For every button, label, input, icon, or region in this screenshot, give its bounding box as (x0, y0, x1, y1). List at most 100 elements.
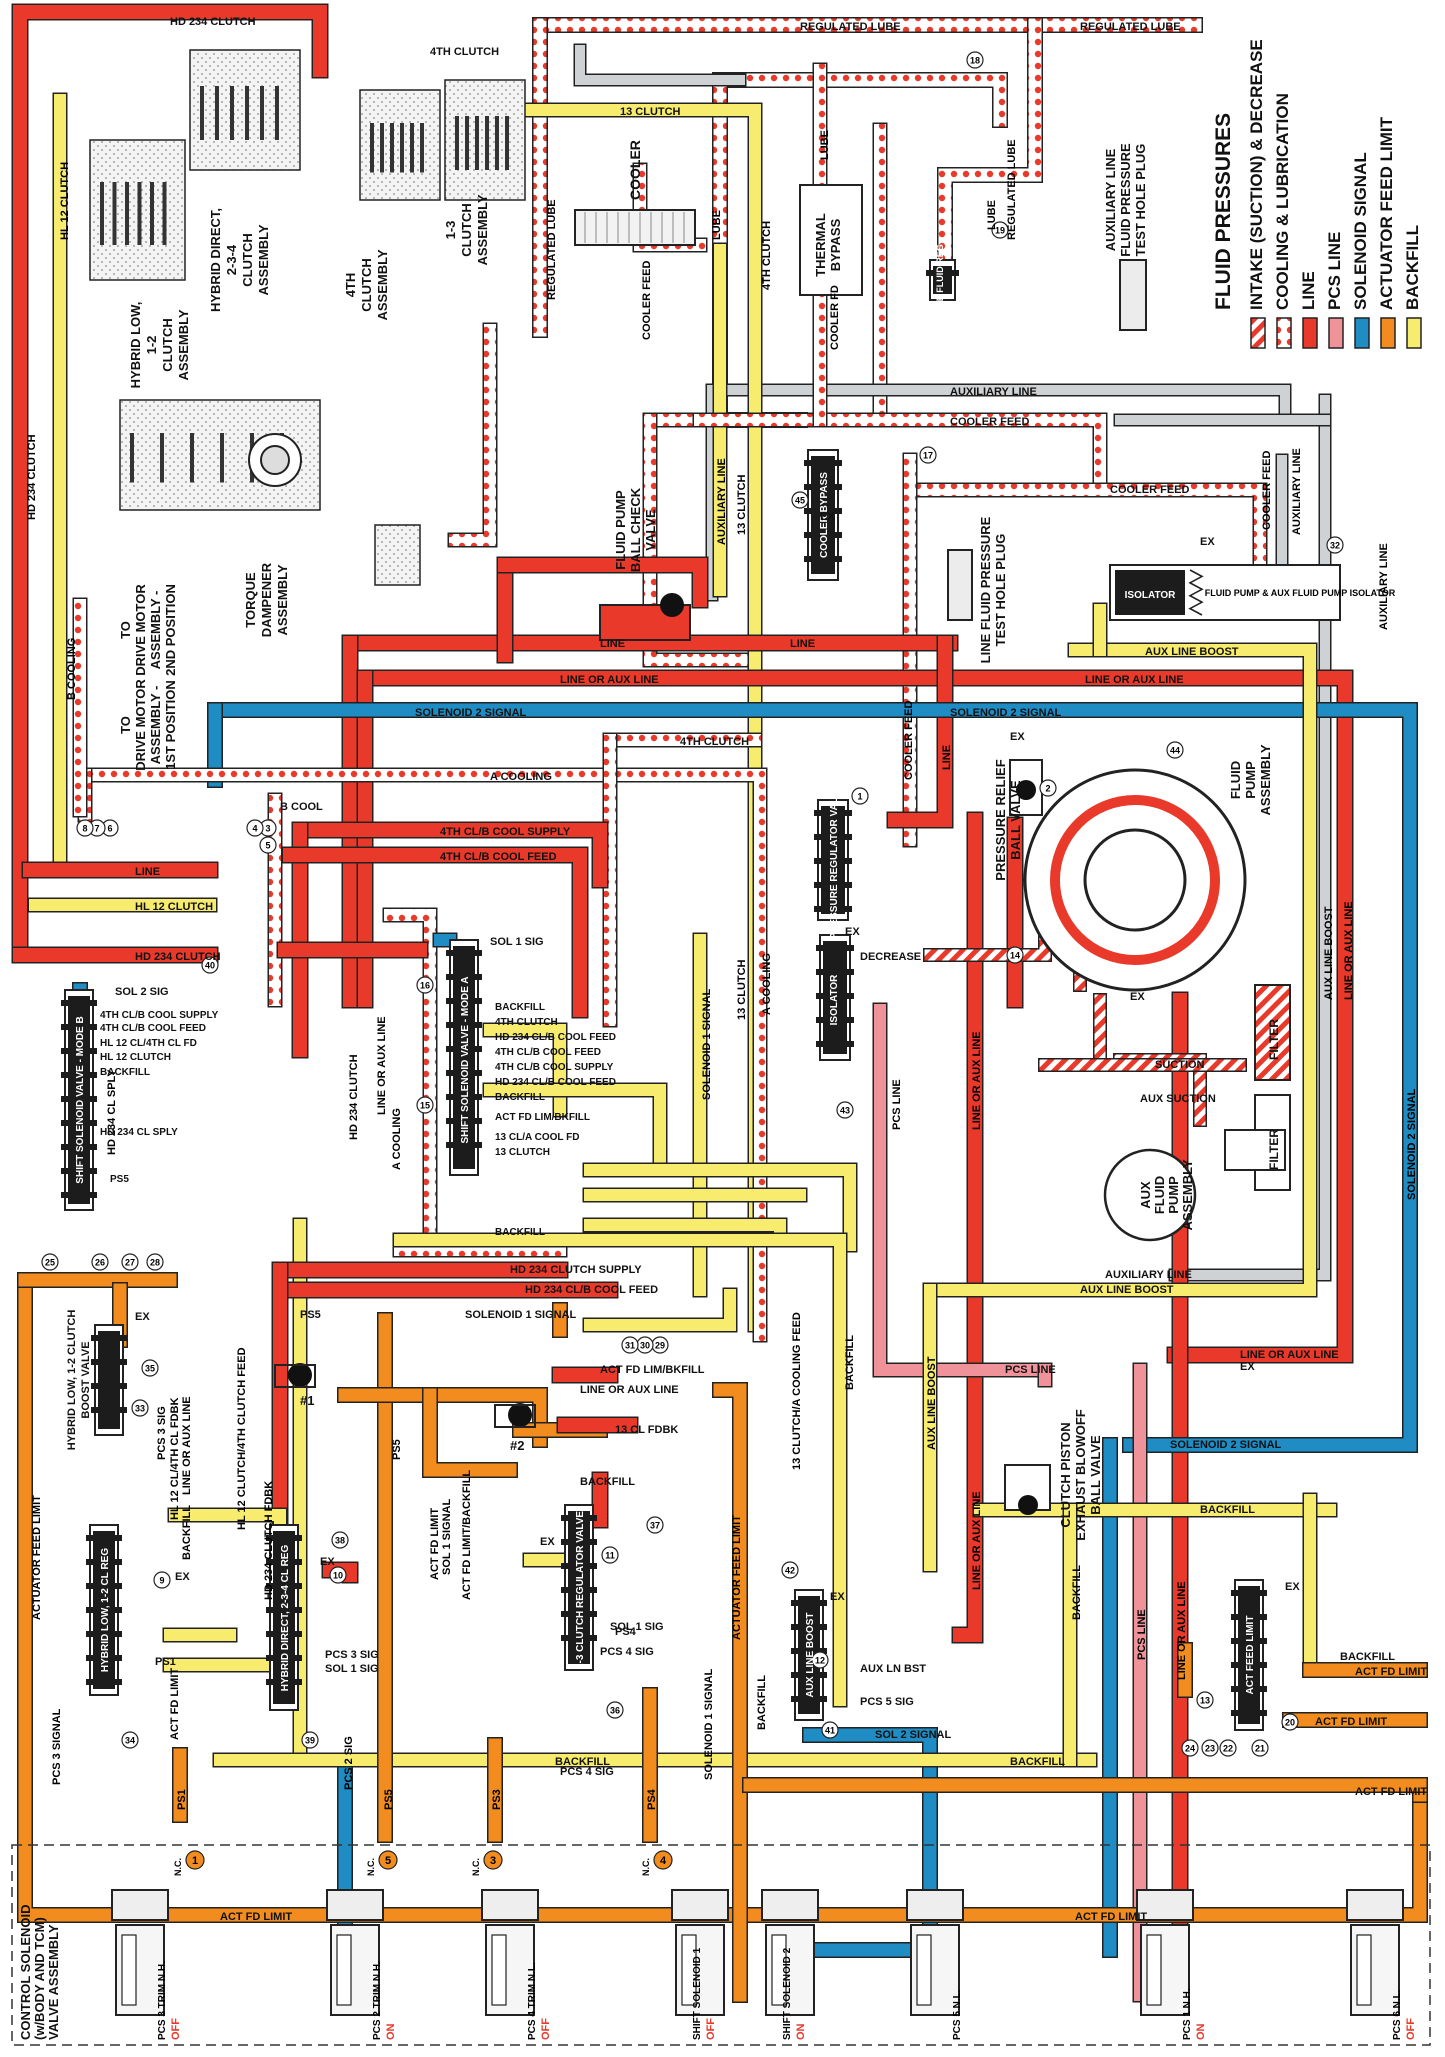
solenoid-coil (1356, 1934, 1372, 2006)
circled-number-text: 3 (265, 824, 270, 834)
passage-label-37: LINE OR AUX LINE (1240, 1349, 1339, 1361)
circled-number-25 (41, 1253, 59, 1271)
solenoid-signal-passage (803, 1728, 937, 1957)
vertical-passage-label-25: AUX LINE BOOST (1323, 906, 1335, 1000)
label-line: 1-2 (144, 336, 159, 355)
pressure-relief-ball (1016, 780, 1036, 800)
circled-number-text: 1 (857, 792, 862, 802)
line-or-aux-check (498, 558, 707, 607)
shift-a-port-label-5: HD 234 CL/B COOL FEED (495, 1077, 616, 1088)
passage-label-56: PS4 (615, 1626, 637, 1638)
dampener-gear (374, 524, 421, 586)
legend-swatch-4 (1354, 317, 1370, 349)
vertical-passage-label-50: ACT FD LIMIT (169, 1668, 181, 1740)
aux-isolator-spool (1115, 570, 1185, 615)
backfill-passage (584, 1289, 736, 1331)
legend-item-4: SOLENOID SIGNAL (1351, 152, 1370, 310)
one-three-clutch-drum-plate (465, 116, 469, 170)
circled-number-8 (76, 819, 94, 837)
aux-line-boost-valve-land (791, 1648, 827, 1654)
circled-number-text: 29 (655, 1341, 665, 1351)
check-ball-2 (508, 1403, 532, 1427)
passage-label-20: LINE (135, 866, 160, 878)
aux-isolator-label: ISOLATOR (1125, 590, 1177, 601)
label-line: ASSEMBLY (275, 564, 290, 635)
passage-label-53: PCS 5 SIG (860, 1696, 914, 1708)
vertical-passage-label-48: PCS 3 SIG (156, 1406, 168, 1460)
shift-b-port-label-2: HL 12 CL/4TH CL FD (100, 1038, 197, 1049)
vertical-passage-label-32: LINE OR AUX LINE (971, 1491, 983, 1590)
solenoid-name-1: PCS 2 TRIM N.H. (372, 1961, 383, 2040)
line-test-hole-plug (947, 549, 973, 621)
circled-number-2 (1039, 779, 1057, 797)
passage-label-28: AUXILIARY LINE (1105, 1269, 1192, 1281)
circled-number-4 (246, 819, 264, 837)
hybrid-low-reg-valve-land (86, 1583, 122, 1589)
vertical-passage-label-29: BACKFILL (844, 1335, 856, 1390)
hybrid-low-clutch-drum (89, 139, 186, 281)
passage-label-30: HD 234 CLUTCH SUPPLY (510, 1264, 642, 1276)
one-three-clutch-regulator-valve-land (561, 1611, 597, 1617)
thirteen-clutch-a-cooling (394, 1234, 846, 1706)
solenoid-7 (1136, 1889, 1194, 2016)
hybrid-direct-reg-valve-land (266, 1607, 302, 1613)
actuator-feed-limit-main (18, 1273, 1427, 1922)
solenoid-name-0: PCS 3 TRIM N.H. (157, 1961, 168, 2040)
vertical-passage-label-36: ACTUATOR FEED LIMIT (31, 1495, 43, 1620)
label-line: DRIVE MOTOR (133, 679, 148, 771)
circled-number-text: 36 (610, 1706, 620, 1716)
circled-number-42 (781, 1561, 799, 1579)
cooler-bypass-valve-land (804, 532, 842, 538)
actuator-feed-passage-outline (422, 1387, 518, 1478)
isolator-valve-land (816, 1017, 854, 1023)
vertical-passage-label-33: BACKFILL (1071, 1565, 1083, 1620)
legend-swatch-0 (1250, 317, 1266, 349)
line-or-aux-center (953, 813, 982, 1642)
fourth-clutch-drum-plate (380, 123, 384, 173)
passage-label-71: EX (1130, 991, 1145, 1003)
circled-number-text: 32 (1330, 541, 1340, 551)
passage-label-9: LINE (790, 638, 815, 650)
circled-number-13 (1196, 1691, 1214, 1709)
passage-label-36: 13 CL FDBK (615, 1424, 678, 1436)
vertical-passage-label-49: HL 12 CL/4TH CL FDBK (169, 1398, 181, 1520)
shift-solenoid-valve-mode-b-land (61, 1048, 97, 1054)
label-line: ASSEMBLY (256, 224, 271, 295)
pressure-regulator-valve-land (814, 834, 852, 840)
passage-label-42: PCS 4 SIG (600, 1646, 654, 1658)
filter-1-label: FILTER (1267, 1019, 1281, 1060)
actuator-feed-limit-main-outline (17, 1272, 1428, 1923)
solenoid-coil (336, 1934, 352, 2006)
passage-label-62: EX (320, 1556, 335, 1568)
circled-number-36 (606, 1701, 624, 1719)
solenoid-2-signal-outline (207, 702, 1418, 1453)
auxiliary-line-top (707, 385, 1290, 425)
circled-number-23 (1201, 1739, 1219, 1757)
vertical-passage-label-34: PCS LINE (1136, 1609, 1148, 1660)
label-line: AUX (1138, 1181, 1153, 1209)
circled-number-text: 15 (420, 1101, 430, 1111)
label-line: BYPASS (828, 218, 843, 271)
vertical-passage-label-46: BACKFILL (756, 1675, 768, 1730)
label-line: DAMPENER (259, 562, 274, 637)
pcs-line-left-outline (872, 1002, 1053, 1378)
label-line: ASSEMBLY (1180, 1159, 1195, 1230)
vertical-passage-label-43: ACT FD LIMIT/BACKFILL (461, 1470, 473, 1600)
shift-a-port-label-8: 13 CL/A COOL FD (495, 1132, 579, 1143)
circled-number-31 (621, 1336, 639, 1354)
circled-number-text: 39 (305, 1736, 315, 1746)
passage-label-22: HD 234 CLUTCH (135, 951, 221, 963)
lube-passage (384, 909, 436, 1246)
circled-number-text: 21 (1255, 1744, 1265, 1754)
solenoid-coil (491, 1934, 507, 2006)
one-three-clutch-regulator-valve (561, 1504, 597, 1671)
isolator-valve-land (816, 945, 854, 951)
hybrid-direct-reg-valve-land (266, 1535, 302, 1541)
